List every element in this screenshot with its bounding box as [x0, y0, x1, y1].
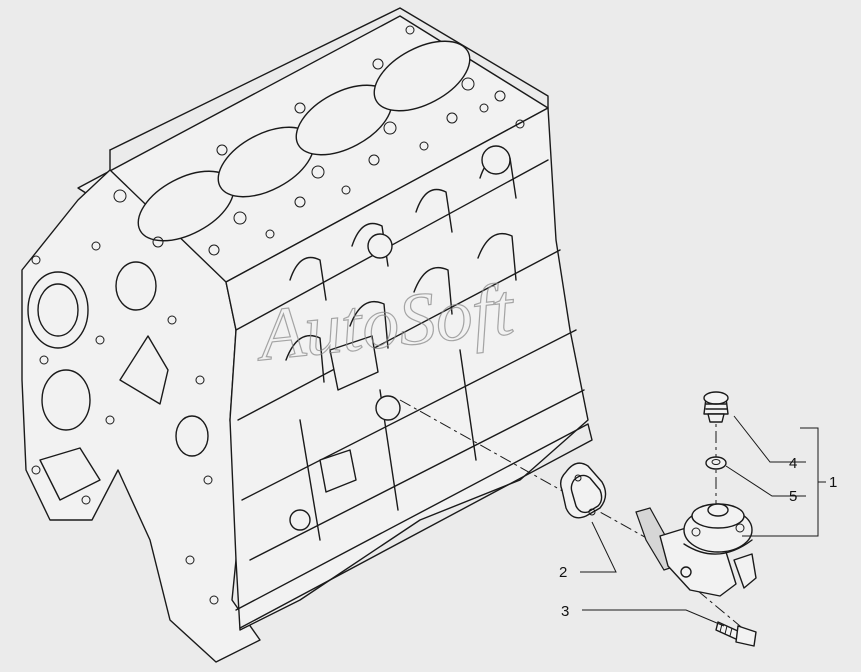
engine-block — [21, 7, 593, 663]
bolt-part — [715, 621, 757, 647]
callout-1: 1 — [829, 474, 837, 491]
callout-3: 3 — [561, 603, 569, 620]
leader-lines — [580, 415, 826, 627]
callout-5: 5 — [789, 488, 797, 505]
gasket-part — [559, 462, 607, 519]
callout-2: 2 — [559, 564, 567, 581]
fuel-pump-part — [635, 503, 757, 597]
fitting-plug-part — [703, 391, 729, 423]
washer-part — [705, 456, 727, 470]
callout-4: 4 — [789, 455, 797, 472]
